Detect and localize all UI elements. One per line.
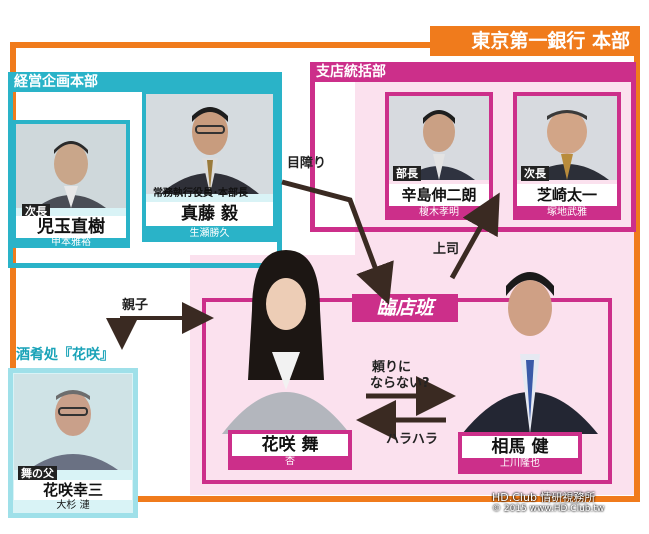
portrait-kozo [14, 374, 132, 470]
bar-title: 酒肴処『花咲』 [16, 347, 114, 363]
role-shibasaki: 次長 [521, 166, 549, 181]
actor-aima: 上川隆也 [462, 458, 578, 470]
name-aima: 相馬 健 [462, 436, 578, 458]
role-karashima: 部長 [393, 166, 421, 181]
bank-frame [10, 42, 640, 502]
arrow-medzawari [281, 179, 394, 305]
person-card-kozo: 舞の父 花咲幸三 大杉 漣 [14, 374, 132, 512]
portrait-aima [452, 250, 602, 434]
name-kodama: 児玉直樹 [16, 216, 126, 238]
role-kozo: 舞の父 [18, 466, 57, 481]
person-card-hanasaki-mai: 花咲 舞 杏 [212, 240, 360, 475]
actor-hanasaki-mai: 杏 [232, 456, 348, 468]
portrait-kodama [16, 124, 126, 208]
person-card-shibasaki: 次長 芝崎太一 塚地武雅 [513, 92, 621, 220]
bank-title: 東京第一銀行 本部 [430, 26, 640, 56]
name-kozo: 花咲幸三 [14, 480, 132, 500]
person-card-mato: 常務執行役員･本部長 真藤 毅 生瀬勝久 [142, 90, 277, 242]
name-shibasaki: 芝崎太一 [517, 184, 617, 206]
relation-joushi: 上司 [433, 242, 460, 257]
name-mato: 真藤 毅 [146, 202, 273, 226]
portrait-mato [146, 94, 273, 194]
branch-title: 支店統括部 [310, 62, 636, 82]
person-card-karashima: 部長 辛島伸二朗 榎木孝明 [385, 92, 493, 220]
actor-mato: 生瀬勝久 [146, 226, 273, 242]
arrow-joushi [449, 192, 500, 280]
portrait-hanasaki-mai [212, 240, 360, 434]
person-card-aima: 相馬 健 上川隆也 [452, 250, 602, 476]
role-mato: 常務執行役員･本部長 [153, 188, 248, 199]
name-hanasaki-mai: 花咲 舞 [232, 434, 348, 456]
watermark-line1: HD.Club 情研視務所 [492, 491, 596, 504]
relation-medzawari: 目障り [287, 156, 327, 171]
relation-tayori-2: ならない? [370, 376, 430, 391]
relation-oyako: 親子 [122, 298, 149, 313]
relation-tayori-1: 頼りに [372, 360, 412, 375]
watermark-line2: © 2015 www.HD.Club.tw [492, 504, 605, 514]
relation-harahara: ハラハラ [386, 432, 438, 447]
person-card-kodama: 次長 児玉直樹 甲本雅裕 [12, 120, 130, 248]
arrow-oyako-left [106, 316, 168, 350]
role-kodama: 次長 [22, 204, 50, 219]
planning-title: 経営企画本部 [8, 72, 282, 92]
planning-frame [8, 72, 282, 268]
actor-kozo: 大杉 漣 [56, 500, 90, 511]
actor-shibasaki: 塚地武雅 [517, 206, 617, 220]
actor-kodama: 甲本雅裕 [16, 238, 126, 248]
